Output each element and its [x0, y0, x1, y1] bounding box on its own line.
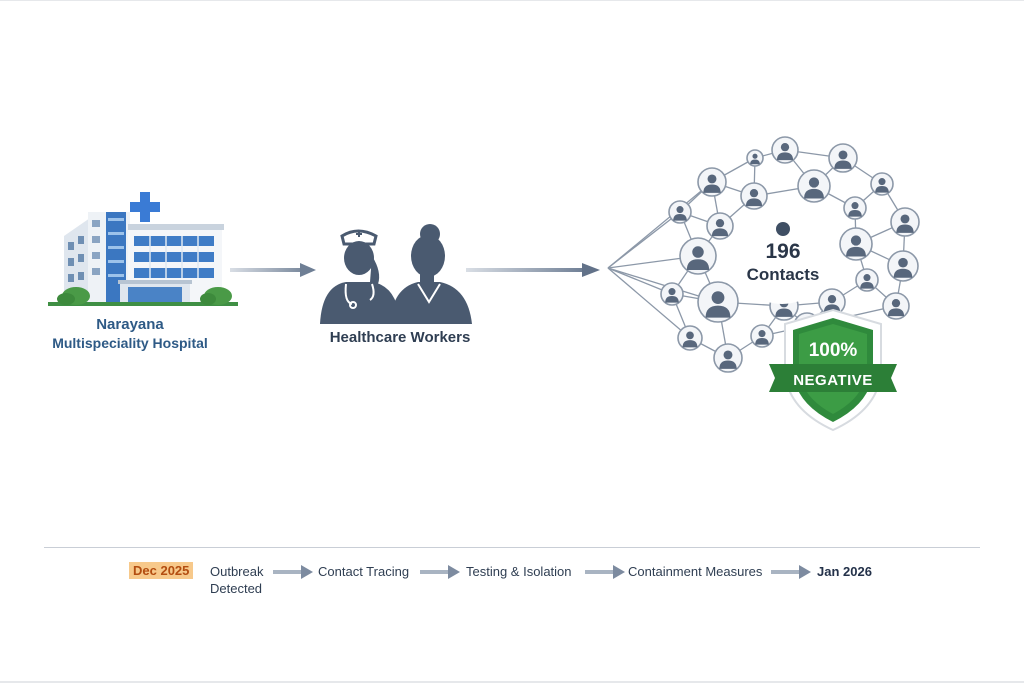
timeline-step-outbreak-line2: Detected — [210, 581, 263, 596]
person-icon — [843, 196, 867, 220]
arrow-right-icon — [771, 565, 811, 579]
person-icon — [750, 324, 774, 348]
timeline-step-containment: Containment Measures — [628, 564, 763, 579]
person-icon — [677, 325, 703, 351]
nurse-icon — [320, 229, 400, 324]
person-icon — [870, 172, 894, 196]
person-icon — [706, 212, 734, 240]
top-border — [0, 0, 1024, 1]
person-icon — [855, 268, 879, 292]
hospital-icon — [48, 192, 238, 306]
person-icon — [882, 292, 910, 320]
arrow-right-icon — [466, 263, 600, 277]
person-icon — [697, 281, 739, 323]
arrow-right-icon — [420, 565, 460, 579]
person-icon — [668, 200, 692, 224]
timeline-end-date: Jan 2026 — [817, 564, 872, 579]
arrow-right-icon — [585, 565, 625, 579]
person-icon — [771, 136, 799, 164]
person-icon — [713, 343, 743, 373]
healthcare-workers-icon — [320, 224, 472, 324]
person-icon — [887, 250, 919, 282]
person-icon — [776, 222, 790, 236]
person-icon — [797, 169, 831, 203]
shield-icon — [769, 308, 897, 432]
contacts-label: Contacts — [746, 265, 820, 284]
person-icon — [660, 282, 684, 306]
contact-network — [607, 136, 920, 373]
timeline-divider — [44, 547, 980, 548]
bottom-border — [0, 681, 1024, 683]
timeline-step-outbreak-line1: Outbreak — [210, 564, 264, 579]
person-icon — [746, 149, 764, 167]
result-percent: 100% — [808, 340, 858, 361]
hospital-name-line1: Narayana — [96, 316, 164, 333]
healthcare-workers-label: Healthcare Workers — [329, 329, 471, 346]
arrow-right-icon — [230, 263, 316, 277]
doctor-icon — [390, 224, 472, 324]
timeline-step-contact-tracing: Contact Tracing — [318, 564, 410, 579]
person-icon — [828, 143, 858, 173]
person-icon — [679, 237, 717, 275]
arrow-right-icon — [273, 565, 313, 579]
hospital-name-line2: Multispeciality Hospital — [52, 335, 208, 351]
contacts-count: 196 — [765, 240, 801, 263]
person-icon — [740, 182, 768, 210]
person-icon — [890, 207, 920, 237]
result-label: NEGATIVE — [793, 372, 873, 389]
timeline-start-date: Dec 2025 — [129, 562, 194, 579]
person-icon — [839, 227, 873, 261]
timeline-step-testing-isolation: Testing & Isolation — [466, 564, 572, 579]
person-icon — [697, 167, 727, 197]
